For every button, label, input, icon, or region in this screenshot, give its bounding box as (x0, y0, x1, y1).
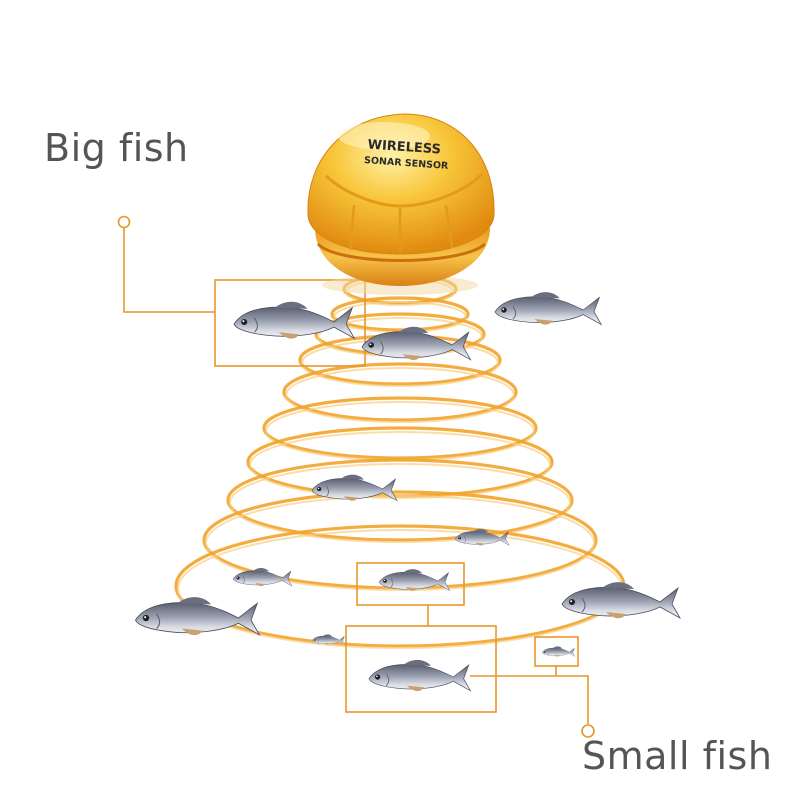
fish (494, 291, 602, 326)
sonar-ring-glow (229, 463, 571, 543)
sonar-ring (262, 396, 538, 460)
sonar-ring-glow (249, 431, 551, 499)
sonar-ring-glow (205, 495, 595, 591)
small-fish-label: Small fish (582, 734, 773, 778)
big-fish-label: Big fish (44, 126, 189, 170)
fish (368, 659, 471, 692)
sonar-ring-glow (285, 367, 515, 423)
sonar-ring (246, 426, 554, 498)
fish (541, 646, 576, 657)
big-fish-callout (117, 215, 366, 367)
sonar-ring (282, 362, 518, 422)
small-fish-callout (345, 562, 595, 738)
sonar-ring (226, 458, 574, 542)
sonar-ring (330, 296, 470, 332)
sensor-label-wireless: WIRELESS (367, 137, 441, 157)
fish (561, 581, 681, 619)
wireless-sonar-sensor: WIRELESS SONAR SENSOR (307, 113, 495, 295)
